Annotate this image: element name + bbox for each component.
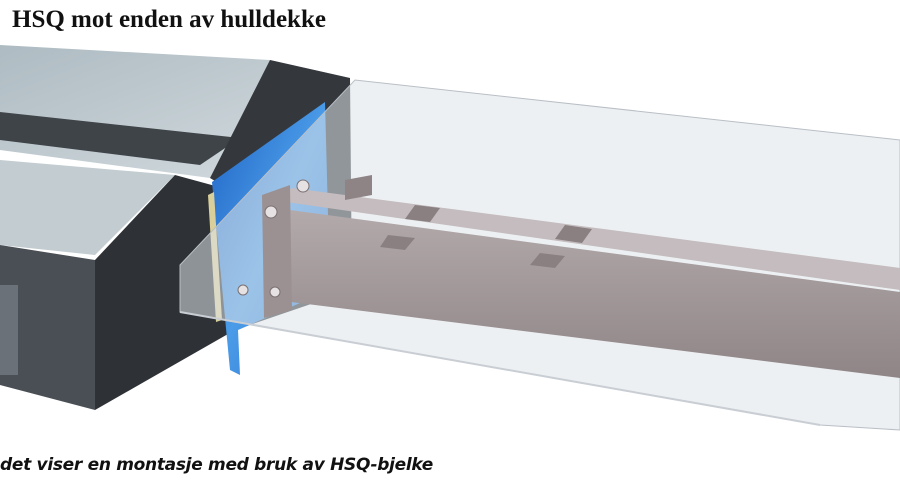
figure-caption: det viser en montasje med bruk av HSQ-bj… — [0, 455, 434, 475]
slab-side-face — [95, 175, 235, 410]
slab-front-face — [0, 245, 95, 410]
figure-title: HSQ mot enden av hulldekke — [12, 6, 326, 33]
bolts — [237, 179, 310, 298]
beam-end-plate — [262, 185, 292, 318]
beam-tabs — [380, 205, 592, 268]
beam-front-face — [275, 208, 900, 378]
slab-top-surface-lower — [0, 160, 175, 255]
slab-joint-band — [0, 112, 240, 165]
deck-front-edge — [179, 311, 821, 426]
beam-bracket — [345, 175, 372, 200]
slab-core-opening — [0, 285, 18, 375]
